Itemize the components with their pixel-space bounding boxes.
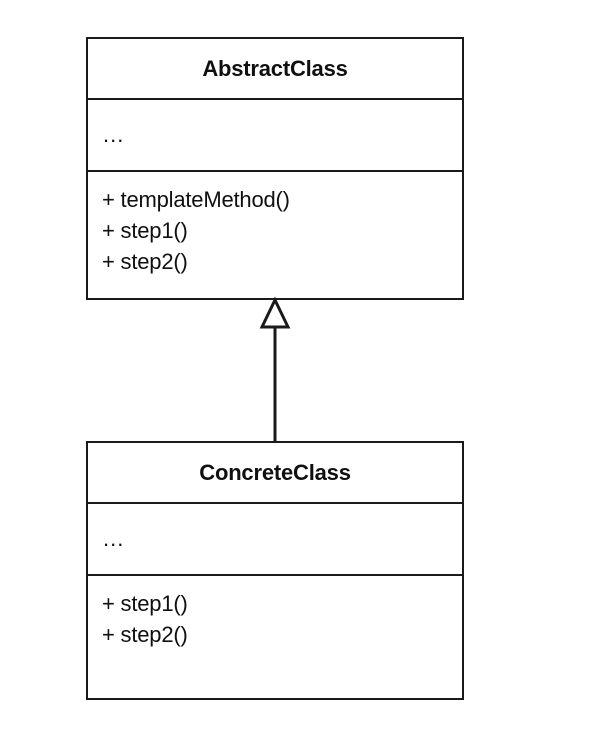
operation-item: + step1() (102, 591, 188, 616)
attributes-ellipsis: ... (103, 122, 125, 148)
operation-item: + step2() (102, 622, 188, 648)
generalization-arrow-icon (259, 296, 291, 443)
class-operations-abstract-class: + templateMethod() + step1() + step2() (88, 170, 462, 298)
class-attributes-abstract-class: ... (88, 98, 462, 170)
class-box-concrete-class[interactable]: ConcreteClass ... + step1() + step2() (86, 441, 464, 700)
attributes-ellipsis: ... (103, 526, 125, 552)
operation-item: + step1() (102, 218, 188, 244)
hollow-triangle-arrowhead (259, 296, 291, 329)
class-name-abstract-class: AbstractClass (88, 39, 462, 98)
operation-item: + templateMethod() (102, 187, 290, 212)
class-attributes-concrete-class: ... (88, 502, 462, 574)
class-operations-concrete-class: + step1() + step2() (88, 574, 462, 698)
class-box-abstract-class[interactable]: AbstractClass ... + templateMethod() + s… (86, 37, 464, 300)
operation-item: + step2() (102, 249, 188, 275)
generalization-connector (248, 296, 302, 444)
class-name-concrete-class: ConcreteClass (88, 443, 462, 502)
